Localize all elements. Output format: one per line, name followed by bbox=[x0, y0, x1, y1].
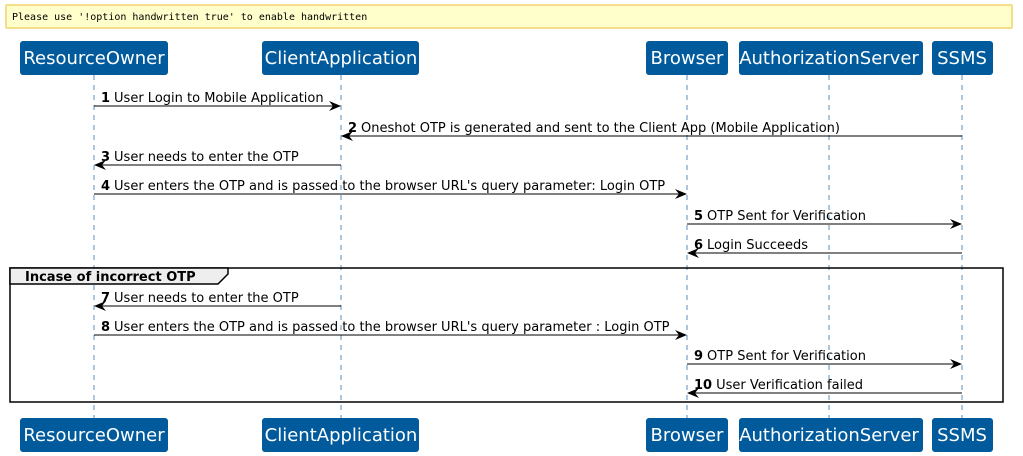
participant-box bbox=[20, 41, 168, 75]
message-number: 4 bbox=[101, 179, 110, 194]
message-text: User enters the OTP and is passed to the… bbox=[114, 320, 670, 335]
message-3: 3 User needs to enter the OTP bbox=[94, 150, 341, 170]
group-frame-header bbox=[9, 267, 229, 285]
message-text: Oneshot OTP is generated and sent to the… bbox=[361, 121, 840, 136]
participant-box bbox=[646, 41, 728, 75]
group-frame bbox=[9, 267, 1004, 403]
participant-box bbox=[739, 418, 923, 452]
message-label: 7 User needs to enter the OTP bbox=[101, 291, 299, 306]
message-text: OTP Sent for Verification bbox=[707, 209, 866, 224]
participant-ssms-bottom: SSMS bbox=[932, 418, 993, 452]
message-2: 2 Oneshot OTP is generated and sent to th… bbox=[341, 121, 962, 141]
participant-box bbox=[262, 418, 419, 452]
message-10: 10 User Verification failed bbox=[687, 378, 962, 398]
message-number: 5 bbox=[694, 209, 703, 224]
participant-label: ClientApplication bbox=[265, 425, 418, 446]
message-8: 8 User enters the OTP and is passed to th… bbox=[94, 320, 687, 340]
participant-clientapplication-bottom: ClientApplication bbox=[262, 418, 419, 452]
handwritten-option-note: Please use '!option handwritten true' to… bbox=[5, 4, 1013, 29]
participant-label: SSMS bbox=[937, 425, 987, 446]
message-label: 3 User needs to enter the OTP bbox=[101, 150, 299, 165]
message-text: OTP Sent for Verification bbox=[707, 349, 866, 364]
participant-browser-bottom: Browser bbox=[646, 418, 728, 452]
message-7: 7 User needs to enter the OTP bbox=[94, 291, 341, 311]
participant-box bbox=[262, 41, 419, 75]
message-number: 9 bbox=[694, 349, 703, 364]
message-label: 4 User enters the OTP and is passed to th… bbox=[101, 179, 665, 194]
message-number: 10 bbox=[694, 378, 712, 393]
participant-resourceowner-top: ResourceOwner bbox=[20, 41, 168, 75]
message-number: 2 bbox=[348, 121, 357, 136]
participant-label: ResourceOwner bbox=[23, 48, 165, 69]
participant-ssms-top: SSMS bbox=[932, 41, 993, 75]
participant-label: ResourceOwner bbox=[23, 425, 165, 446]
participant-box bbox=[932, 41, 993, 75]
participant-label: AuthorizationServer bbox=[739, 425, 919, 446]
message-number: 6 bbox=[694, 238, 703, 253]
message-label: 8 User enters the OTP and is passed to th… bbox=[101, 320, 670, 335]
message-label: 2 Oneshot OTP is generated and sent to th… bbox=[348, 121, 840, 136]
message-text: User needs to enter the OTP bbox=[114, 150, 299, 165]
message-label: 6 Login Succeeds bbox=[694, 238, 808, 253]
message-6: 6 Login Succeeds bbox=[687, 238, 962, 258]
participant-clientapplication-top: ClientApplication bbox=[262, 41, 419, 75]
participant-box bbox=[646, 418, 728, 452]
participant-box bbox=[739, 41, 923, 75]
participant-label: ClientApplication bbox=[265, 48, 418, 69]
message-number: 3 bbox=[101, 150, 110, 165]
participant-label: Browser bbox=[651, 425, 725, 446]
participant-box bbox=[932, 418, 993, 452]
note-text: Please use '!option handwritten true' to… bbox=[12, 12, 368, 23]
message-label: 1 User Login to Mobile Application bbox=[101, 91, 324, 106]
message-text: Login Succeeds bbox=[707, 238, 808, 253]
participant-browser-top: Browser bbox=[646, 41, 728, 75]
participant-authorizationserver-bottom: AuthorizationServer bbox=[739, 418, 923, 452]
participant-box bbox=[20, 418, 168, 452]
message-label: 5 OTP Sent for Verification bbox=[694, 209, 866, 224]
message-4: 4 User enters the OTP and is passed to th… bbox=[94, 179, 687, 199]
message-text: User Login to Mobile Application bbox=[114, 91, 324, 106]
message-number: 8 bbox=[101, 320, 110, 335]
message-text: User enters the OTP and is passed to the… bbox=[114, 179, 665, 194]
group-frame-label: Incase of incorrect OTP bbox=[25, 270, 196, 285]
message-9: 9 OTP Sent for Verification bbox=[687, 349, 962, 369]
participant-authorizationserver-top: AuthorizationServer bbox=[739, 41, 923, 75]
message-number: 1 bbox=[101, 91, 110, 106]
message-number: 7 bbox=[101, 291, 110, 306]
message-text: User Verification failed bbox=[716, 378, 863, 393]
message-label: 10 User Verification failed bbox=[694, 378, 863, 393]
participant-label: Browser bbox=[651, 48, 725, 69]
message-5: 5 OTP Sent for Verification bbox=[687, 209, 962, 229]
participant-label: AuthorizationServer bbox=[739, 48, 919, 69]
participant-label: SSMS bbox=[937, 48, 987, 69]
message-1: 1 User Login to Mobile Application bbox=[94, 91, 341, 111]
message-text: User needs to enter the OTP bbox=[114, 291, 299, 306]
message-label: 9 OTP Sent for Verification bbox=[694, 349, 866, 364]
participant-resourceowner-bottom: ResourceOwner bbox=[20, 418, 168, 452]
